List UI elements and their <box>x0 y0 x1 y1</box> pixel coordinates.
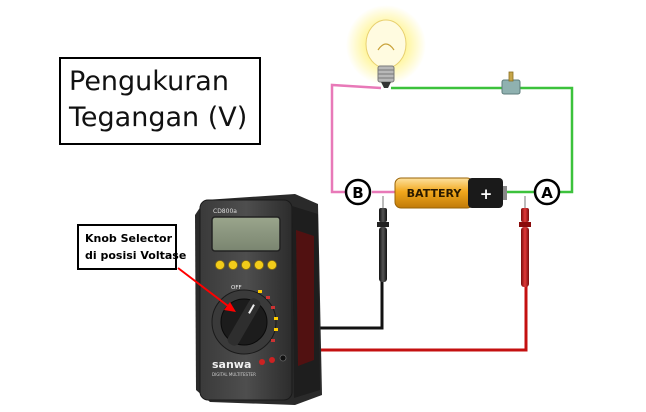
red-probe-icon <box>519 196 531 287</box>
battery-positive-symbol: + <box>480 185 493 203</box>
callout-line-2: di posisi Voltase <box>85 249 187 262</box>
terminal-a: A <box>533 178 561 206</box>
knob-off-label: OFF <box>231 285 242 291</box>
multimeter-subtitle: DIGITAL MULTITESTER <box>212 372 256 377</box>
title-line-2: Tegangan (V) <box>69 102 248 133</box>
terminal-a-label: A <box>541 184 553 202</box>
battery-icon: BATTERY + <box>394 177 507 209</box>
wire-green-right <box>520 86 574 194</box>
probe-jacks <box>259 354 287 365</box>
wire-pink <box>330 83 382 194</box>
black-probe-icon <box>377 196 389 282</box>
title-line-1: Pengukuran <box>69 66 229 97</box>
battery-label: BATTERY <box>407 187 463 200</box>
black-lead-wire <box>318 280 384 330</box>
callout-line-1: Knob Selector <box>85 232 172 245</box>
knob-selector-callout: Knob Selector di posisi Voltase <box>77 224 187 270</box>
circuit-wires <box>330 83 574 194</box>
annotation-arrow <box>177 267 236 312</box>
lcd-display <box>211 216 281 252</box>
multimeter-brand: sanwa <box>212 358 251 371</box>
dial-markings <box>258 290 278 342</box>
title-box: Pengukuran Tegangan (V) <box>59 57 261 145</box>
red-lead-wire <box>318 285 528 352</box>
multimeter-model: CD800a <box>213 208 237 215</box>
terminal-b: B <box>344 178 372 206</box>
light-bulb-icon <box>346 5 426 88</box>
multimeter: CD800a OFF sanwa DI <box>195 194 322 405</box>
multimeter-buttons <box>215 260 277 270</box>
switch-icon <box>501 71 521 95</box>
terminal-b-label: B <box>352 184 363 202</box>
